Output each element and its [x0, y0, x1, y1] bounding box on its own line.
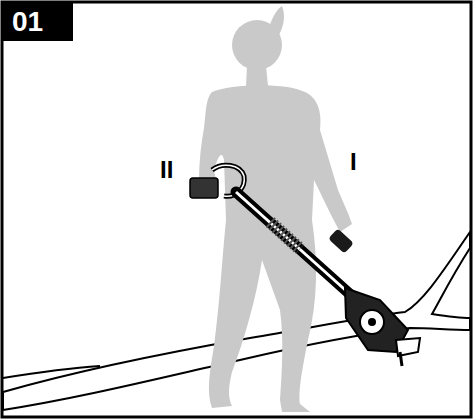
branch-twig [3, 366, 100, 378]
hand-position-label: I [350, 150, 357, 174]
step-number: 01 [12, 8, 43, 36]
pole-saw [190, 165, 420, 366]
step-box [3, 3, 73, 41]
operator-silhouette [199, 6, 352, 412]
hand-position-label: II [160, 158, 173, 182]
